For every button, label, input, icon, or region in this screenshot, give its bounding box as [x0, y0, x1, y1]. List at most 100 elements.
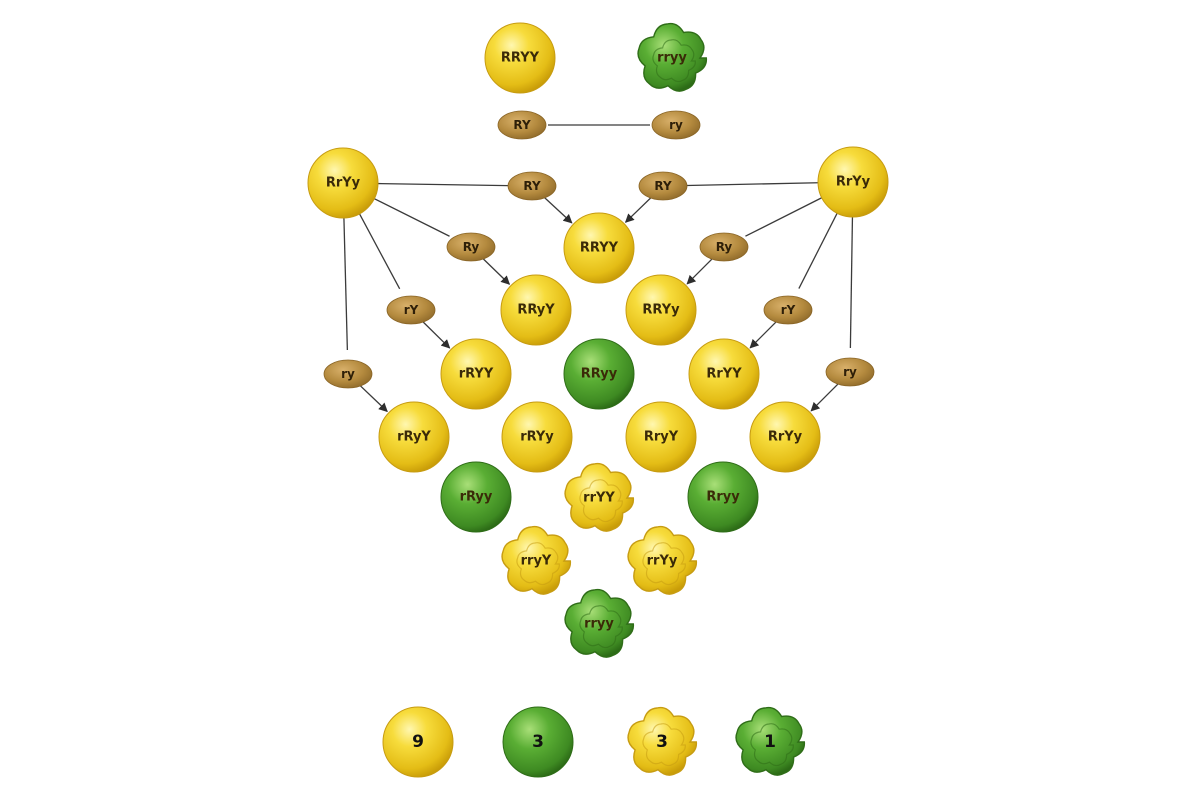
pea-rryy-f1b: RrYy [817, 146, 889, 218]
pea-3-r2: 3 [502, 706, 574, 778]
pea-label: rryy [584, 617, 614, 632]
f1-to-gamete-line [358, 213, 401, 290]
wrinkle-fold [652, 39, 696, 83]
f1-to-gamete-line [343, 217, 349, 351]
wrinkled-pea-shape [735, 706, 806, 776]
round-pea-shape [484, 22, 556, 94]
round-pea-shape [440, 461, 512, 533]
pea-rryy-f1a: RrYy [307, 147, 379, 219]
round-pea-shape [501, 401, 573, 473]
gamete-ry-pg1: RY [497, 110, 547, 140]
gamete-ry-rg2: Ry [699, 232, 749, 262]
f1-to-gamete-line [745, 197, 823, 237]
round-pea-shape [378, 401, 450, 473]
gamete-to-offspring-arrow [543, 196, 573, 224]
wrinkle-fold [579, 479, 623, 523]
pea-rryy-c4: rRYY [440, 338, 512, 410]
pea-label: rRyY [397, 430, 431, 445]
wrinkle-fold [642, 723, 686, 767]
gamete-to-offspring-arrow [482, 257, 511, 285]
gamete-label: Ry [463, 240, 480, 254]
pea-label: RRyy [581, 367, 618, 382]
pea-rryy-c3: RRYy [625, 274, 697, 346]
pea-label: rRYy [520, 430, 554, 445]
gamete-shape [651, 110, 701, 140]
f1-to-gamete-line [377, 182, 509, 187]
gamete-to-offspring-arrow [810, 382, 840, 412]
gamete-ry-rg3: rY [763, 295, 813, 325]
pea-rryy-p2: rryy [637, 22, 708, 92]
pea-3-r3: 3 [627, 706, 698, 776]
gamete-ry-lg2: Ry [446, 232, 496, 262]
wrinkled-pea-shape [564, 462, 635, 532]
pea-rryy-c9: RryY [625, 401, 697, 473]
round-pea-shape [625, 401, 697, 473]
pea-rryy-c12: rrYY [564, 462, 635, 532]
wrinkled-pea-shape [627, 706, 698, 776]
gamete-ry-pg2: ry [651, 110, 701, 140]
pea-label: 3 [532, 732, 544, 752]
pea-rryy-c11: rRyy [440, 461, 512, 533]
gamete-to-offspring-arrow [624, 196, 652, 223]
round-pea-shape [688, 338, 760, 410]
pea-rryy-c15: rrYy [627, 525, 698, 595]
gamete-shape [323, 359, 373, 389]
gamete-to-offspring-arrow [749, 320, 778, 349]
gamete-shape [446, 232, 496, 262]
f1-to-gamete-line [798, 212, 838, 289]
pea-label: RRYy [642, 303, 680, 318]
pea-rryy-c7: rRyY [378, 401, 450, 473]
f1-to-gamete-line [686, 182, 819, 187]
pea-label: 1 [764, 732, 776, 752]
gamete-label: RY [654, 179, 672, 193]
wrinkle-fold [750, 723, 794, 767]
pea-rryy-c8: rRYy [501, 401, 573, 473]
gamete-shape [638, 171, 688, 201]
gamete-to-offspring-arrow [421, 320, 451, 349]
wrinkle-fold [579, 605, 623, 649]
gamete-shape [825, 357, 875, 387]
pea-rryy-c1: RRYY [563, 212, 635, 284]
round-pea-shape [687, 461, 759, 533]
round-pea-shape [749, 401, 821, 473]
round-pea-shape [625, 274, 697, 346]
pea-rryy-p1: RRYY [484, 22, 556, 94]
wrinkled-pea-shape [627, 525, 698, 595]
pea-rryy-c5: RRyy [563, 338, 635, 410]
pea-1-r4: 1 [735, 706, 806, 776]
pea-rryy-c10: RrYy [749, 401, 821, 473]
pea-label: RRYY [580, 241, 619, 256]
pea-label: RrYy [326, 176, 361, 191]
pea-label: 3 [656, 732, 668, 752]
gamete-label: ry [669, 118, 683, 132]
gamete-ry-rg1: RY [638, 171, 688, 201]
f1-to-gamete-line [849, 216, 854, 349]
wrinkled-pea-shape [637, 22, 708, 92]
pea-label: 9 [412, 732, 424, 752]
gamete-ry-lg4: ry [323, 359, 373, 389]
pea-rryy-c13: Rryy [687, 461, 759, 533]
pea-rryy-c6: RrYY [688, 338, 760, 410]
connector-lines [343, 124, 854, 413]
round-pea-shape [563, 212, 635, 284]
pea-rryy-c16: rryy [564, 588, 635, 658]
gamete-shape [699, 232, 749, 262]
gamete-label: RY [523, 179, 541, 193]
pea-label: rryY [521, 554, 552, 569]
pea-label: rRYY [459, 367, 494, 382]
pea-label: RRyY [517, 303, 555, 318]
gamete-ry-lg3: rY [386, 295, 436, 325]
gamete-shape [763, 295, 813, 325]
pea-rryy-c2: RRyY [500, 274, 572, 346]
round-pea-shape [440, 338, 512, 410]
pea-label: Rryy [706, 490, 740, 505]
pea-label: rRyy [460, 490, 493, 505]
wrinkle-fold [642, 542, 686, 586]
gamete-shape [386, 295, 436, 325]
pea-label: RrYy [768, 430, 803, 445]
round-pea-shape [502, 706, 574, 778]
gamete-label: Ry [716, 240, 733, 254]
round-pea-shape [382, 706, 454, 778]
